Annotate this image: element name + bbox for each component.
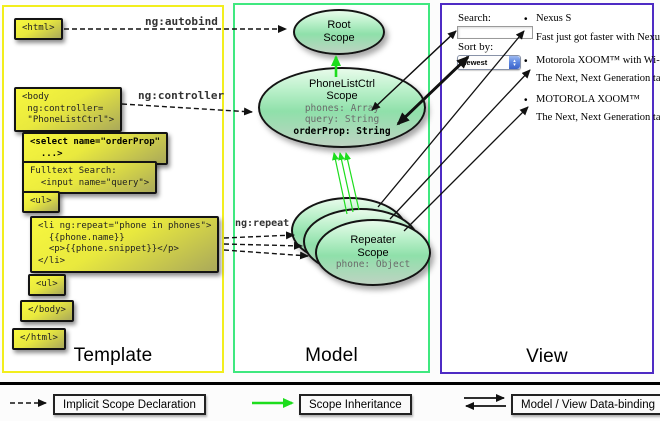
root-scope-ellipse: Root Scope bbox=[293, 9, 385, 55]
bullet-icon: • bbox=[524, 56, 528, 67]
repeater-scope-ellipse-front: Repeater Scope phone: Object bbox=[315, 219, 431, 286]
bullet-icon: • bbox=[524, 95, 528, 106]
code-box-ul-close: <ul> bbox=[28, 274, 66, 296]
code-box-select: <select name="orderProp" ...> bbox=[22, 132, 169, 166]
sort-dropdown-value: Newest bbox=[461, 58, 488, 67]
phonelistctrl-prop-phones: phones: Array bbox=[304, 103, 380, 115]
code-box-ul-open: <ul> bbox=[22, 191, 60, 213]
view-item-title: Motorola XOOM™ with Wi-Fi bbox=[536, 55, 660, 66]
ng-autobind-label: ng:autobind bbox=[145, 15, 218, 28]
dropdown-stepper-icon: ▴▾ bbox=[509, 56, 520, 69]
phonelistctrl-prop-query: query: String bbox=[304, 114, 380, 126]
legend-scope-inheritance: Scope Inheritance bbox=[299, 394, 412, 415]
repeater-scope-title: Repeater Scope bbox=[350, 234, 396, 259]
code-box-li-repeat: <li ng:repeat="phone in phones"> {{phone… bbox=[30, 216, 220, 273]
code-box-fulltext-search: Fulltext Search: <input name="query"> bbox=[22, 161, 158, 195]
sort-dropdown[interactable]: Newest ▴▾ bbox=[457, 55, 521, 70]
view-item-desc: The Next, Next Generation tablet. bbox=[536, 112, 660, 123]
view-item-title: Nexus S bbox=[536, 13, 572, 24]
view-item-desc: Fast just got faster with Nexus S. bbox=[536, 32, 660, 43]
search-label: Search: bbox=[458, 12, 491, 24]
phonelistctrl-scope-ellipse: PhoneListCtrl Scope phones: Array query:… bbox=[258, 67, 426, 148]
legend-model-view-data-binding: Model / View Data-binding bbox=[511, 394, 660, 415]
code-box-html-open: <html> bbox=[14, 18, 63, 40]
view-item-desc: The Next, Next Generation tablet. bbox=[536, 73, 660, 84]
template-panel-label: Template bbox=[73, 345, 153, 366]
sort-by-label: Sort by: bbox=[458, 41, 494, 53]
phonelistctrl-prop-orderprop: orderProp: String bbox=[293, 125, 391, 137]
code-box-body-close: </body> bbox=[20, 300, 74, 322]
view-panel-label: View bbox=[526, 346, 568, 367]
repeater-prop-phone: phone: Object bbox=[335, 259, 411, 271]
root-scope-title: Root Scope bbox=[323, 19, 355, 44]
search-input[interactable] bbox=[457, 26, 533, 39]
legend-double-arrow bbox=[464, 394, 506, 410]
legend-implicit-scope-declaration: Implicit Scope Declaration bbox=[53, 394, 206, 415]
model-panel: Model bbox=[233, 3, 430, 373]
bullet-icon: • bbox=[524, 14, 528, 25]
view-item-title: MOTOROLA XOOM™ bbox=[536, 94, 640, 105]
model-panel-label: Model bbox=[305, 345, 358, 366]
ng-controller-label: ng:controller bbox=[138, 89, 225, 102]
ng-repeat-label: ng:repeat bbox=[235, 218, 290, 229]
legend-divider bbox=[0, 382, 660, 385]
code-box-html-close: </html> bbox=[12, 328, 66, 350]
code-box-body-open: <body ng:controller= "PhoneListCtrl"> bbox=[14, 87, 123, 133]
phonelistctrl-scope-title: PhoneListCtrl Scope bbox=[308, 77, 376, 103]
